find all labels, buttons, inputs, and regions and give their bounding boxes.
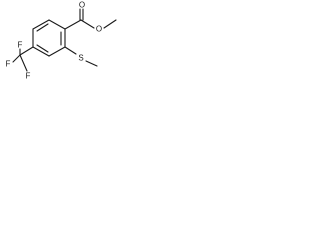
ring-bond-bottom-right [48,46,66,57]
sulfur-to-methyl-bond [85,60,98,67]
ring-bond-top-right [32,19,50,30]
ring-to-cf3-bond [19,46,34,56]
ring-to-carbonyl-bond [64,19,82,30]
ring-inner-double-bond-bottom [36,44,49,53]
sulfur-atom-label: S [78,54,83,63]
ring-bond-bottom-left [32,46,50,57]
chemical-structure: O O S F F F [6,1,117,81]
ring-to-sulfur-bond [64,46,77,55]
cf3-to-fluorine-left-bond [12,54,21,63]
ring-inner-double-bond-top [36,23,49,32]
atom-label-group: O O S F F F [6,1,103,81]
carbonyl-to-ester-oxygen-bond [80,19,95,29]
carbonyl-oxygen-label: O [79,1,85,10]
ester-oxygen-to-methyl-bond [103,19,117,29]
ester-oxygen-label: O [96,25,102,34]
fluorine-left-label: F [6,60,11,69]
ring-bond-top-left [48,19,66,30]
fluorine-bottom-label: F [26,72,31,81]
fluorine-top-label: F [18,41,23,50]
cf3-to-fluorine-bottom-bond [19,54,28,72]
bond-group [12,8,117,72]
